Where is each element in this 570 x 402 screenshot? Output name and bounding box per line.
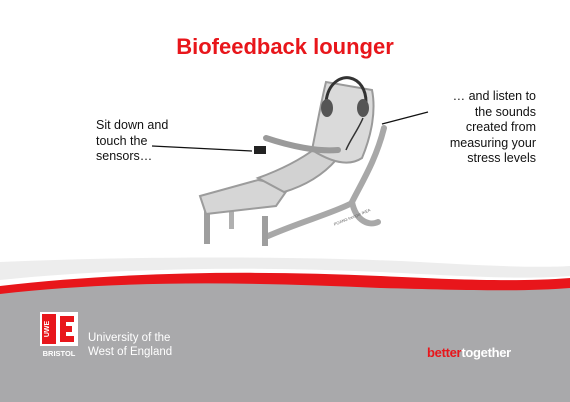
caption-right-line: … and listen to: [452, 89, 536, 103]
headphones-band: [324, 76, 368, 103]
caption-left-line: sensors…: [96, 149, 153, 163]
chair-leg-front-left: [204, 210, 210, 244]
caption-left-line: touch the: [96, 133, 148, 148]
pointer-line-right: [381, 111, 429, 125]
tagline-better: better: [427, 345, 462, 360]
headphones-cable: [345, 117, 364, 151]
footer-light-wave: [0, 257, 570, 280]
caption-left-line: Sit down and: [96, 118, 169, 132]
university-name: University of the West of England: [88, 332, 172, 359]
pointer-line-left: [151, 145, 253, 152]
university-line: University of the: [88, 332, 171, 344]
footer-gray-wave: [0, 282, 570, 402]
caption-right-line: the sounds: [474, 104, 536, 119]
chair-footrest: [198, 178, 292, 216]
caption-right: … and listen to the sounds created from …: [418, 89, 536, 167]
headphone-left-cup: [321, 99, 333, 117]
logo-city: BRISTOL: [43, 349, 76, 358]
uwe-logo: UWE BRISTOL: [40, 312, 78, 358]
footer-red-stripe: [0, 272, 570, 294]
sensor-pad: [254, 146, 266, 154]
tagline-together: together: [461, 345, 511, 360]
caption-right-line: stress levels: [467, 151, 536, 165]
logo-red-mark: [60, 316, 74, 342]
headphone-right-cup: [357, 99, 369, 117]
chair-base-rail: [265, 201, 353, 239]
tagline: bettertogether: [427, 345, 511, 360]
slide-title: Biofeedback lounger: [176, 34, 394, 59]
chair-armrest: [263, 135, 341, 154]
logo-red-block: [42, 314, 56, 344]
caption-right-line: measuring your: [449, 135, 536, 150]
chair-leg-front-right: [262, 216, 268, 246]
university-line: West of England: [88, 345, 173, 358]
caption-right-line: created from: [465, 120, 536, 134]
caption-left: Sit down and touch the sensors…: [96, 118, 186, 165]
logo-letters: UWE: [44, 321, 51, 338]
chair-leg-back: [229, 205, 234, 229]
